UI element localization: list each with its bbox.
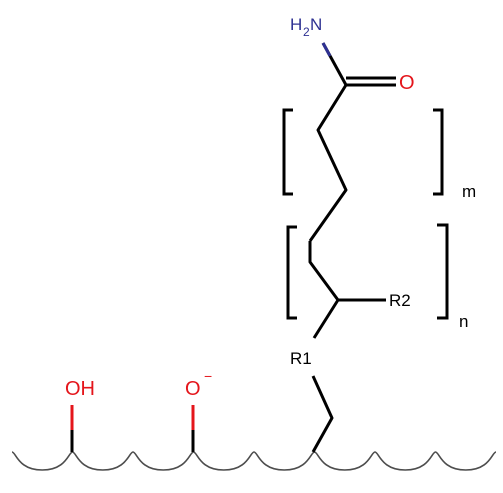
amine-h-label: H [290, 15, 302, 34]
bracket-n-right [437, 223, 449, 320]
oxide-o-label: O [185, 378, 201, 400]
amide-n-bond [321, 42, 332, 57]
repeat-m-backbone [308, 84, 348, 242]
r2-label: R2 [389, 291, 411, 310]
oxide-charge-label: − [204, 368, 212, 384]
repeat-m-subscript: m [462, 182, 476, 201]
r1-label: R1 [290, 349, 312, 368]
repeat-n-subscript: n [459, 312, 468, 331]
hydroxyl-group: OH [65, 378, 95, 452]
repeat-unit-m: m [282, 84, 476, 242]
carbonyl-o-label: O [399, 72, 415, 94]
amide-group: O H 2 N [290, 15, 415, 94]
amine-subscript-label: 2 [303, 25, 310, 39]
oxide-group: O − [185, 368, 212, 452]
amine-n-label: N [310, 15, 322, 34]
bracket-m-right [433, 108, 444, 196]
hydroxyl-label: OH [65, 378, 95, 400]
surface-wave [11, 451, 497, 471]
repeat-unit-n: R2 n [286, 223, 468, 339]
linker-bonds [311, 375, 334, 453]
bracket-m-left [282, 108, 293, 196]
bracket-n-left [286, 225, 297, 320]
repeat-n-backbone [308, 241, 340, 339]
